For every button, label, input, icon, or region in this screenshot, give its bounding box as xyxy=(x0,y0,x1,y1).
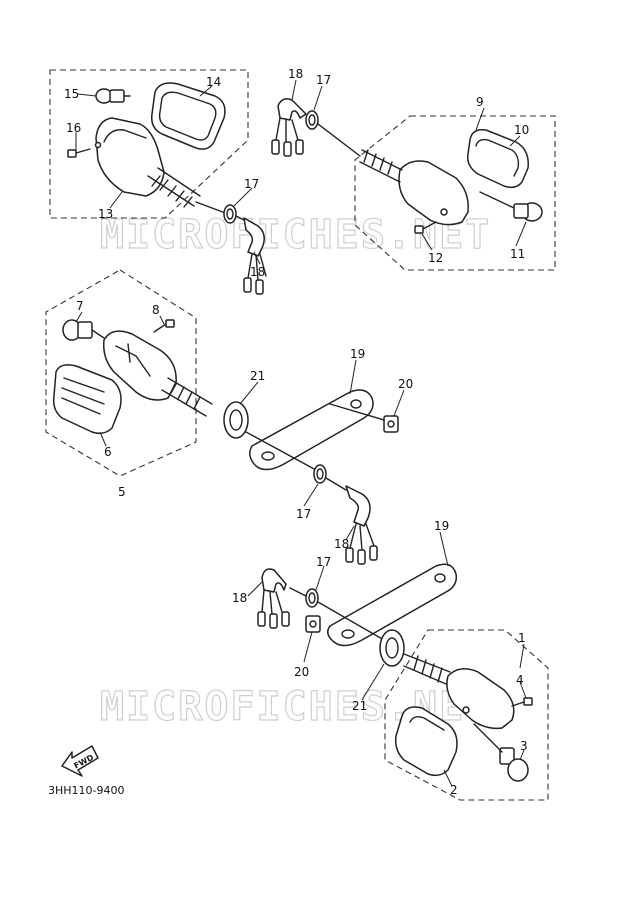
fwd-arrow: FWD xyxy=(61,745,99,777)
wire-connector-18-a xyxy=(243,217,267,295)
lens-6 xyxy=(52,364,122,435)
assembly-13 xyxy=(49,69,249,219)
housing-1 xyxy=(446,668,515,730)
callout-1: 1 xyxy=(518,631,526,645)
callout-17-c: 17 xyxy=(296,507,311,521)
screw-4 xyxy=(511,697,533,707)
lens-14 xyxy=(150,82,226,150)
bulb-7 xyxy=(62,319,105,341)
bulb-15 xyxy=(95,88,131,104)
bulb-3 xyxy=(473,723,529,782)
stalk-1 xyxy=(403,653,451,685)
grommet-17-a xyxy=(223,204,245,224)
nut-20-a xyxy=(383,415,399,433)
assembly-9-boundary xyxy=(354,115,556,271)
callout-18-c: 18 xyxy=(334,537,349,551)
rod-1 xyxy=(317,601,385,641)
callout-17-a: 17 xyxy=(244,177,259,191)
lens-10 xyxy=(466,128,529,189)
callout-7: 7 xyxy=(76,299,84,313)
stalk-13 xyxy=(147,167,229,215)
callout-17-b: 17 xyxy=(316,73,331,87)
wire-connector-18-b xyxy=(271,98,307,157)
assembly-5 xyxy=(45,269,213,477)
callout-21-a: 21 xyxy=(250,369,265,383)
grommet-17-d xyxy=(289,587,319,608)
wire-connector-18-c xyxy=(325,477,378,565)
callout-15: 15 xyxy=(64,87,79,101)
bracket-19-a xyxy=(249,389,374,471)
grommet-17-c xyxy=(313,464,327,484)
stalk-5 xyxy=(161,377,213,417)
callout-14: 14 xyxy=(206,75,221,89)
callout-6: 6 xyxy=(104,445,112,459)
callout-18-b: 18 xyxy=(288,67,303,81)
callout-9: 9 xyxy=(476,95,484,109)
assembly-1 xyxy=(384,629,549,801)
lens-2 xyxy=(394,706,458,777)
callout-21-b: 21 xyxy=(352,699,367,713)
callout-8: 8 xyxy=(152,303,160,317)
stalk-9 xyxy=(359,149,403,183)
rod-9 xyxy=(317,123,361,157)
assembly-9 xyxy=(354,115,556,271)
assembly-5-boundary xyxy=(45,269,197,477)
callout-3: 3 xyxy=(520,739,528,753)
callout-20-b: 20 xyxy=(294,665,309,679)
callout-10: 10 xyxy=(514,123,529,137)
assembly-1-boundary xyxy=(384,629,549,801)
callout-18-d: 18 xyxy=(232,591,247,605)
bulb-11 xyxy=(479,191,543,222)
screw-16 xyxy=(67,148,91,158)
callouts: 1 2 3 4 5 6 7 8 9 10 11 12 13 14 15 16 1… xyxy=(64,67,529,797)
callout-18-a: 18 xyxy=(250,265,265,279)
callout-13: 13 xyxy=(98,207,113,221)
callout-16: 16 xyxy=(66,121,81,135)
wire-connector-18-d xyxy=(257,568,290,629)
callout-19-b: 19 xyxy=(434,519,449,533)
grommet-17-b xyxy=(305,110,319,130)
callout-19-a: 19 xyxy=(350,347,365,361)
housing-9 xyxy=(398,160,469,226)
callout-5: 5 xyxy=(118,485,126,499)
callout-17-d: 17 xyxy=(316,555,331,569)
grommet-21-a xyxy=(223,401,249,439)
rod-5 xyxy=(245,403,385,471)
callout-12: 12 xyxy=(428,251,443,265)
callout-2: 2 xyxy=(450,783,458,797)
grommet-21-b xyxy=(379,629,405,667)
callout-4: 4 xyxy=(516,673,524,687)
bracket-19-b xyxy=(327,563,458,647)
assembly-13-boundary xyxy=(49,69,249,219)
leader-lines xyxy=(75,79,527,787)
diagram-code: 3HH110-9400 xyxy=(48,784,125,797)
callout-11: 11 xyxy=(510,247,525,261)
screw-8 xyxy=(153,319,175,333)
watermark-top: MICROFICHES.NET xyxy=(100,212,491,258)
callout-20-a: 20 xyxy=(398,377,413,391)
nut-20-b xyxy=(305,615,321,633)
screw-12 xyxy=(414,221,437,234)
